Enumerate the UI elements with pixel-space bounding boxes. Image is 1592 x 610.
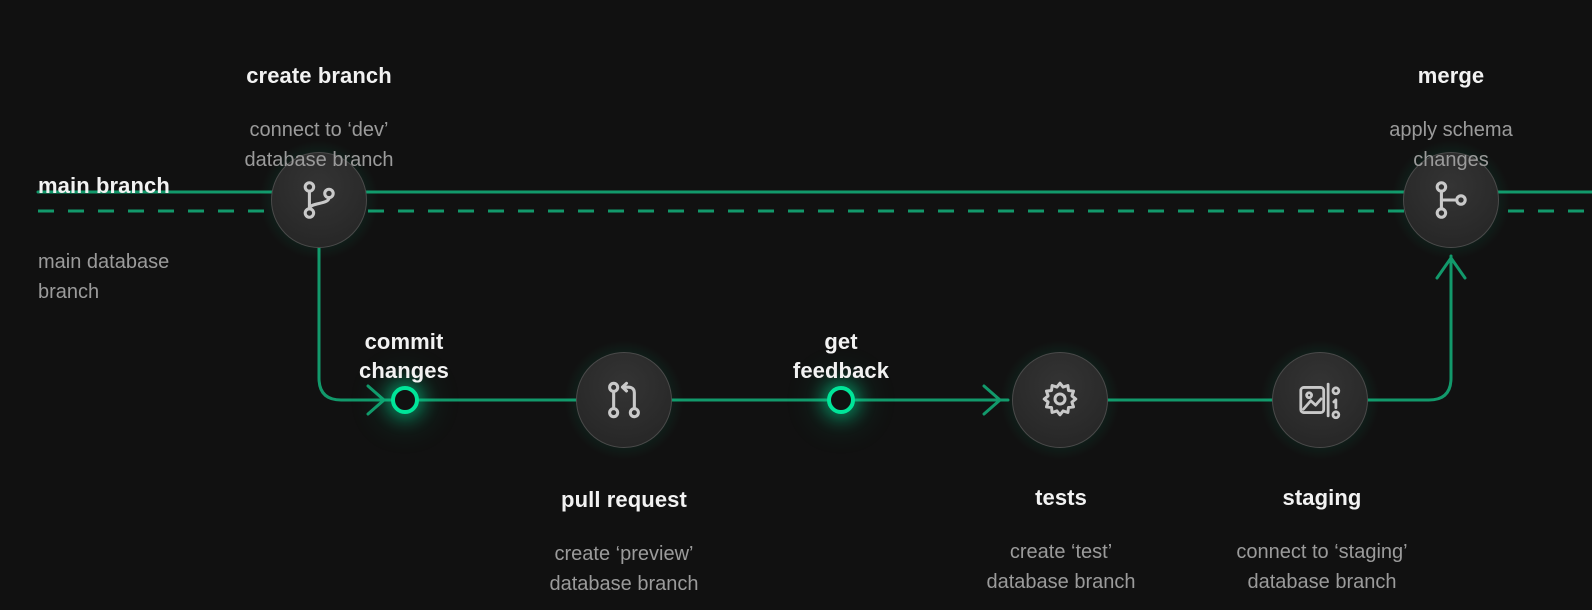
label-main-database-branch: main database branch	[38, 226, 169, 328]
label-merge: merge apply schema changes	[1389, 40, 1512, 196]
merge-subtitle: apply schema changes	[1389, 119, 1513, 172]
get-feedback-title: get feedback	[792, 329, 890, 384]
gear-icon	[1042, 381, 1078, 417]
label-main-branch: main branch	[38, 150, 170, 221]
preview-image-icon	[1299, 382, 1341, 420]
edge-feedback-to-tests	[853, 384, 1010, 416]
merge-title: merge	[1417, 63, 1485, 89]
label-commit-changes: commit changes	[359, 306, 449, 406]
staging-subtitle: connect to ‘staging’ database branch	[1236, 541, 1408, 594]
tests-subtitle: create ‘test’ database branch	[986, 541, 1136, 594]
label-tests: tests create ‘test’ database branch	[986, 462, 1135, 610]
node-create-branch[interactable]	[271, 152, 367, 248]
label-staging: staging connect to ‘staging’ database br…	[1236, 462, 1407, 610]
git-merge-icon	[1435, 181, 1467, 219]
main-database-branch-title: main database branch	[38, 251, 170, 304]
tests-title: tests	[1035, 485, 1087, 511]
git-branch-icon	[303, 181, 335, 219]
label-get-feedback: get feedback	[793, 306, 889, 406]
commit-changes-title: commit changes	[359, 329, 449, 384]
label-pull-request: pull request create ‘preview’ database b…	[549, 464, 698, 610]
main-branch-title: main branch	[38, 173, 170, 199]
create-branch-subtitle: connect to ‘dev’ database branch	[244, 119, 394, 172]
node-pull-request[interactable]	[576, 352, 672, 448]
label-create-branch: create branch connect to ‘dev’ database …	[244, 40, 393, 196]
node-get-feedback[interactable]	[827, 386, 855, 414]
node-commit-changes[interactable]	[391, 386, 419, 414]
edge-staging-to-merge	[1366, 254, 1467, 402]
node-tests[interactable]	[1012, 352, 1108, 448]
staging-title: staging	[1282, 485, 1362, 511]
pull-request-title: pull request	[561, 487, 687, 513]
git-pull-request-icon	[608, 381, 640, 419]
node-staging[interactable]	[1272, 352, 1368, 448]
create-branch-title: create branch	[246, 63, 392, 89]
edge-create-branch-to-commit	[317, 246, 394, 416]
node-merge[interactable]	[1403, 152, 1499, 248]
pull-request-subtitle: create ‘preview’ database branch	[549, 543, 699, 596]
